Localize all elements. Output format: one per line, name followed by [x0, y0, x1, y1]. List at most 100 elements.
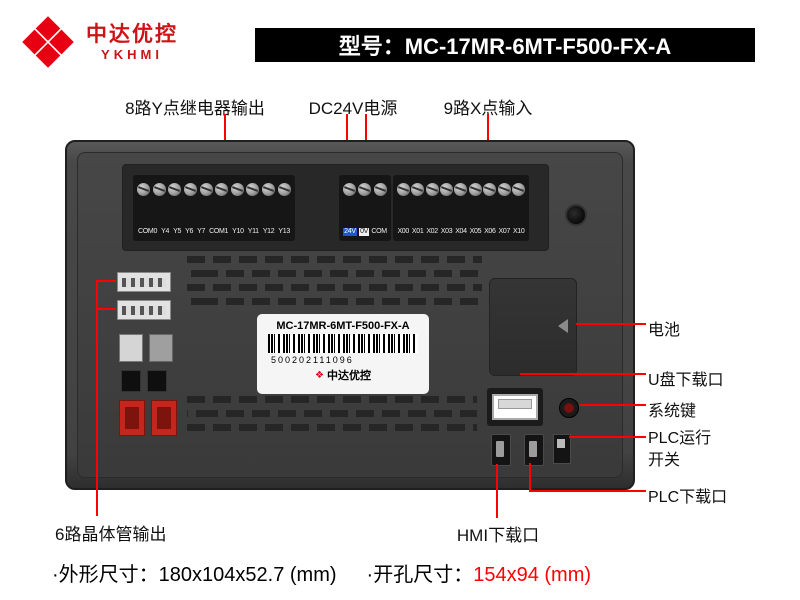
brand-logo: 中达优控 YKHMI [20, 14, 178, 70]
pointer-line [224, 114, 226, 160]
terminal-screw-row [136, 183, 292, 196]
barcode [268, 334, 418, 353]
terminal-label: X00 [397, 228, 409, 236]
terminal-label: Y6 [185, 228, 194, 236]
diamond-clover-icon [22, 16, 74, 68]
callout-transistor-output: 6路晶体管输出 [55, 525, 167, 544]
vent-slots [187, 256, 482, 263]
vent-slots [187, 298, 482, 305]
pointer-line [96, 280, 116, 282]
pointer-line [96, 308, 116, 310]
pointer-line [529, 463, 531, 492]
terminal-screw [468, 183, 482, 196]
pointer-line [487, 114, 489, 158]
cutout-size-label: ·开孔尺寸： [366, 564, 474, 586]
terminal-label: Y13 [278, 228, 290, 236]
transistor-output-connector [117, 272, 171, 292]
terminal-label: COM0 [138, 228, 158, 236]
terminal-screw [199, 183, 213, 196]
terminal-label: X03 [440, 228, 453, 236]
terminal-screw [215, 183, 229, 196]
pointer-line [496, 464, 498, 518]
pointer-line [529, 490, 646, 492]
vent-slots [187, 424, 477, 431]
terminal-block-x-input: X00 X01 X02 X03 X04 X05 X06 X07 X10 [393, 175, 529, 241]
terminal-screw [425, 183, 439, 196]
red-connector [151, 400, 177, 436]
terminal-screw [411, 183, 425, 196]
plate-brand: ❖ 中达优控 [315, 367, 371, 383]
brand-name-cn: 中达优控 [86, 22, 178, 46]
terminal-label: X04 [455, 228, 467, 236]
product-label-plate: MC-17MR-6MT-F500-FX-A 500202111096 ❖ 中达优… [257, 314, 429, 394]
terminal-screw [230, 183, 244, 196]
terminal-labels: X00 X01 X02 X03 X04 X05 X06 X07 X10 [396, 228, 526, 236]
expansion-connector [119, 334, 143, 362]
vent-slots [187, 396, 477, 403]
terminal-screw [396, 183, 410, 196]
terminal-block-y-output: COM0 Y4 Y5 Y6 Y7 COM1 Y10 Y11 Y12 Y13 [133, 175, 295, 241]
pointer-line [520, 373, 646, 375]
terminal-screw [246, 183, 260, 196]
outline-size-label: ·外形尺寸： [52, 564, 159, 586]
battery-arrow-icon [558, 319, 568, 333]
pointer-line [96, 280, 98, 516]
terminal-screw [454, 183, 468, 196]
usb-recess [487, 388, 543, 426]
terminal-label: Y4 [161, 228, 170, 236]
terminal-label: COM1 [209, 228, 229, 236]
terminal-screw [440, 183, 454, 196]
terminal-screw [343, 183, 357, 196]
terminal-labels: COM0 Y4 Y5 Y6 Y7 COM1 Y10 Y11 Y12 Y13 [136, 228, 292, 236]
terminal-labels: 24V 0V COM [342, 228, 388, 236]
red-connector [119, 400, 145, 436]
plc-device-back: COM0 Y4 Y5 Y6 Y7 COM1 Y10 Y11 Y12 Y13 24… [65, 140, 635, 490]
plate-serial-number: 500202111096 [271, 355, 354, 365]
callout-plc-run-line2: 开关 [648, 451, 681, 469]
vent-slots [187, 270, 482, 277]
terminal-screw-row [396, 183, 526, 196]
terminal-label: Y12 [262, 228, 275, 236]
plate-brand-text: 中达优控 [326, 370, 371, 382]
terminal-label: X06 [484, 228, 496, 236]
pointer-line [569, 436, 646, 438]
terminal-screw [168, 183, 182, 196]
terminal-label: X05 [469, 228, 482, 236]
terminal-label: Y7 [197, 228, 206, 236]
terminal-screw [497, 183, 511, 196]
black-connector [121, 370, 141, 392]
terminal-label: Y5 [173, 228, 182, 236]
terminal-label: Y11 [247, 228, 259, 236]
terminal-label: X07 [498, 228, 511, 236]
terminal-screw [262, 183, 276, 196]
terminal-screw [358, 183, 372, 196]
terminal-label: X02 [426, 228, 438, 236]
model-banner: 型号：MC-17MR-6MT-F500-FX-A [255, 28, 755, 62]
plate-model-text: MC-17MR-6MT-F500-FX-A [276, 320, 410, 332]
terminal-screw [184, 183, 198, 196]
terminal-block-power: 24V 0V COM [339, 175, 391, 241]
transistor-output-connector [117, 300, 171, 320]
terminal-label: 0V [359, 228, 370, 236]
terminal-label: X01 [411, 228, 424, 236]
dimension-info: ·外形尺寸：180x104x52.7 (mm)·开孔尺寸：154x94 (mm) [52, 558, 591, 587]
vent-slots [187, 410, 477, 417]
terminal-screw [373, 183, 387, 196]
terminal-screw [512, 183, 526, 196]
terminal-label: COM [371, 228, 387, 236]
black-connector [147, 370, 167, 392]
terminal-screw [277, 183, 291, 196]
cutout-size-value: 154x94 (mm) [473, 564, 592, 586]
callout-x-input: 9路X点输入 [443, 99, 533, 118]
pointer-line [579, 404, 646, 406]
terminal-screw-row [342, 183, 388, 196]
callout-system-key: 系统键 [648, 403, 697, 420]
vent-slots [187, 284, 482, 291]
callout-dc-power: DC24V电源 [308, 99, 398, 118]
mounting-screw-hole [565, 204, 587, 226]
terminal-label: 24V [343, 228, 357, 236]
terminal-label: X10 [512, 228, 525, 236]
pointer-line [576, 323, 646, 325]
terminal-label: Y10 [232, 228, 244, 236]
